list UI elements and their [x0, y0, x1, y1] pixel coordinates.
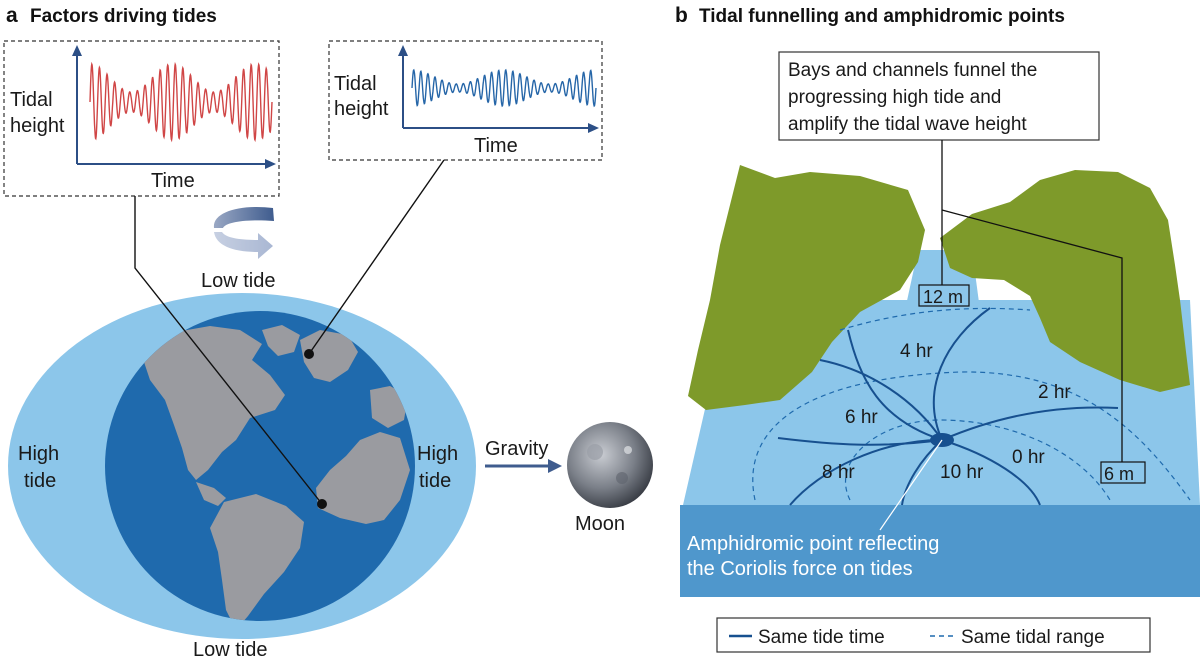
- inset-right-tide-trace: [412, 70, 596, 106]
- low-tide-bottom-label: Low tide: [193, 639, 268, 659]
- leader-left-dot: [317, 499, 327, 509]
- height-12m-label: 12 m: [923, 287, 963, 307]
- panel-b-letter: b: [675, 4, 688, 27]
- high-tide-right-1: High: [417, 443, 458, 465]
- inset-left-xlabel: Time: [151, 170, 195, 192]
- low-tide-top-label: Low tide: [201, 270, 276, 292]
- moon-crater-1: [587, 444, 603, 460]
- amphidromic-caption-2: the Coriolis force on tides: [687, 558, 913, 580]
- inset-right-ylabel-2: height: [334, 98, 389, 120]
- moon-icon: [567, 422, 653, 508]
- hour-label-0: 0 hr: [1012, 447, 1045, 468]
- inset-left-ylabel-1: Tidal: [10, 89, 53, 111]
- panel-b: b Tidal funnelling and amphidromic point…: [675, 4, 1200, 652]
- callout-line-3: amplify the tidal wave height: [788, 114, 1027, 135]
- inset-left-tide-trace: [90, 64, 272, 140]
- moon-label: Moon: [575, 513, 625, 535]
- inset-right-xlabel: Time: [474, 135, 518, 157]
- callout-line-2: progressing high tide and: [788, 87, 1001, 108]
- hour-label-6: 6 hr: [845, 407, 878, 428]
- inset-tidal-height-left: Tidal height Time: [4, 41, 279, 196]
- moon-crater-3: [624, 446, 632, 454]
- gravity-arrow-head: [548, 459, 562, 473]
- earth-rotation-arrow: [214, 207, 274, 259]
- inset-right-y-arrow: [398, 45, 408, 56]
- hour-label-2: 2 hr: [1038, 382, 1071, 403]
- legend-solid-label: Same tide time: [758, 627, 885, 648]
- inset-left-ylabel-2: height: [10, 115, 65, 137]
- leader-right-dot: [304, 349, 314, 359]
- legend-dashed-label: Same tidal range: [961, 627, 1105, 648]
- hour-label-10: 10 hr: [940, 462, 984, 483]
- inset-right-ylabel-1: Tidal: [334, 73, 377, 95]
- high-tide-right-2: tide: [419, 470, 451, 492]
- panel-a: a Factors driving tides Tidal height Tim…: [4, 4, 653, 659]
- panel-a-letter: a: [6, 4, 18, 27]
- height-6m-label: 6 m: [1104, 464, 1134, 484]
- legend: Same tide time Same tidal range: [717, 618, 1150, 652]
- hour-label-4: 4 hr: [900, 341, 933, 362]
- callout-line-1: Bays and channels funnel the: [788, 60, 1037, 81]
- high-tide-left-2: tide: [24, 470, 56, 492]
- moon-crater-2: [616, 472, 628, 484]
- inset-right-x-arrow: [588, 123, 599, 133]
- inset-left-x-arrow: [265, 159, 276, 169]
- panel-b-title: Tidal funnelling and amphidromic points: [699, 6, 1065, 27]
- inset-left-y-arrow: [72, 45, 82, 56]
- gravity-label: Gravity: [485, 438, 548, 460]
- high-tide-left-1: High: [18, 443, 59, 465]
- amphidromic-caption-1: Amphidromic point reflecting: [687, 533, 939, 555]
- panel-a-title: Factors driving tides: [30, 6, 217, 27]
- hour-label-8: 8 hr: [822, 462, 855, 483]
- inset-tidal-height-right: Tidal height Time: [329, 41, 602, 160]
